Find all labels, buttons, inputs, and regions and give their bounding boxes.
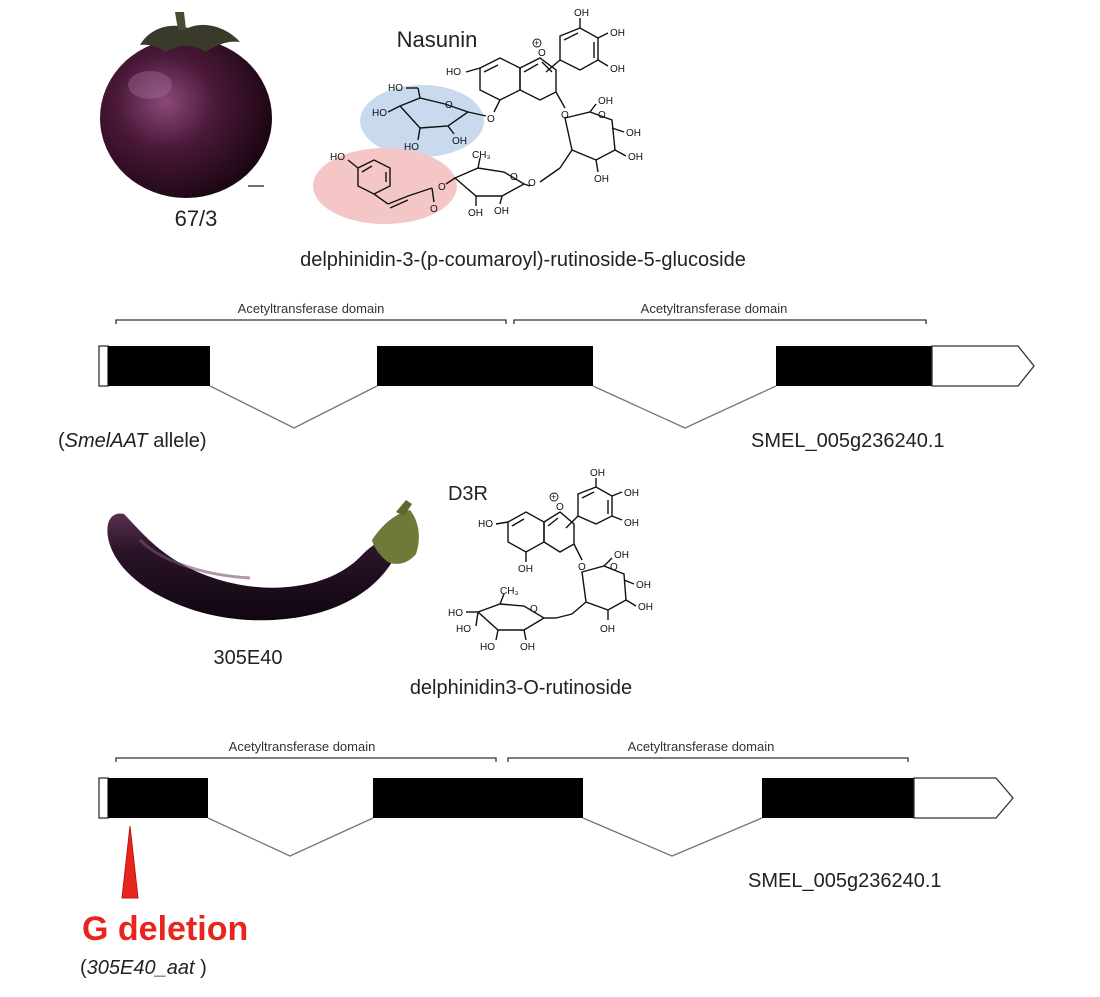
svg-text:HO: HO <box>446 67 461 78</box>
svg-text:OH: OH <box>636 580 651 591</box>
top-domain-bracket-2 <box>513 319 927 324</box>
svg-text:OH: OH <box>590 468 605 479</box>
svg-text:HO: HO <box>448 608 463 619</box>
svg-text:HO: HO <box>478 519 493 530</box>
long-eggplant-image <box>107 500 419 621</box>
svg-text:HO: HO <box>456 624 471 635</box>
deletion-marker-icon <box>121 825 139 899</box>
svg-text:OH: OH <box>452 136 467 147</box>
svg-text:+: + <box>534 38 539 48</box>
svg-text:HO: HO <box>388 83 403 94</box>
bottom-domain-bracket-1 <box>115 757 497 762</box>
svg-text:O: O <box>438 182 446 193</box>
svg-text:O: O <box>610 562 618 573</box>
svg-text:CH₃: CH₃ <box>500 586 519 597</box>
svg-text:OH: OH <box>520 642 535 653</box>
top-exon-1 <box>108 346 210 386</box>
d3r-name: D3R <box>448 483 488 505</box>
svg-text:OH: OH <box>628 152 643 163</box>
svg-text:OH: OH <box>624 518 639 529</box>
top-gene-model <box>98 345 1035 429</box>
top-domain-bracket-1 <box>115 319 507 324</box>
svg-text:O: O <box>530 604 538 615</box>
svg-text:OH: OH <box>594 174 609 185</box>
top-exon-2 <box>377 346 593 386</box>
svg-text:O: O <box>445 100 453 111</box>
svg-text:OH: OH <box>626 128 641 139</box>
top-exon-3 <box>776 346 932 386</box>
svg-text:O: O <box>561 110 569 121</box>
bottom-utr-5 <box>98 777 109 819</box>
bottom-domain-bracket-2 <box>507 757 909 762</box>
bottom-intron-1 <box>207 817 374 857</box>
svg-text:HO: HO <box>372 108 387 119</box>
svg-text:OH: OH <box>614 550 629 561</box>
top-utr-3 <box>931 345 1035 387</box>
svg-text:OH: OH <box>600 624 615 635</box>
svg-text:OH: OH <box>624 488 639 499</box>
bottom-domain-label-1: Acetyltransferase domain <box>229 739 376 754</box>
d3r-full-name: delphinidin3-O-rutinoside <box>410 677 632 699</box>
top-allele-label: (SmelAAT allele) <box>58 430 207 452</box>
svg-text:HO: HO <box>330 152 345 163</box>
svg-text:OH: OH <box>610 28 625 39</box>
glucoside-highlight <box>360 85 484 157</box>
top-intron-2 <box>592 385 777 429</box>
svg-text:OH: OH <box>638 602 653 613</box>
bottom-domain-label-2: Acetyltransferase domain <box>628 739 775 754</box>
svg-text:OH: OH <box>598 96 613 107</box>
top-domain-label-2: Acetyltransferase domain <box>641 301 788 316</box>
bottom-allele-label: (305E40_aat ) <box>80 957 207 979</box>
svg-text:O: O <box>430 204 438 215</box>
svg-text:OH: OH <box>518 564 533 575</box>
nasunin-full-name: delphinidin-3-(p-coumaroyl)-rutinoside-5… <box>300 249 746 271</box>
top-fruit-label: 67/3 <box>175 206 218 231</box>
nasunin-structure: OH OH OH O + HO O O HO HO HO OH O O <box>313 8 643 224</box>
svg-text:O: O <box>528 178 536 189</box>
svg-text:OH: OH <box>494 206 509 217</box>
bottom-exon-1 <box>108 778 208 818</box>
nasunin-name: Nasunin <box>397 27 478 52</box>
coumaroyl-highlight <box>313 148 457 224</box>
svg-text:OH: OH <box>610 64 625 75</box>
svg-text:HO: HO <box>404 142 419 153</box>
d3r-structure: OH OH OH O + HO OH O O OH OH OH OH <box>448 468 653 653</box>
svg-text:+: + <box>551 492 556 502</box>
bottom-fruit-label: 305E40 <box>214 647 283 669</box>
top-intron-1 <box>209 385 378 429</box>
svg-text:HO: HO <box>480 642 495 653</box>
svg-text:OH: OH <box>574 8 589 19</box>
top-gene-id: SMEL_005g236240.1 <box>751 430 945 452</box>
top-utr-5 <box>98 345 109 387</box>
bottom-utr-3 <box>913 777 1014 819</box>
g-deletion-label: G deletion <box>82 910 248 948</box>
bottom-gene-id: SMEL_005g236240.1 <box>748 870 942 892</box>
bottom-exon-3 <box>762 778 914 818</box>
svg-text:CH₃: CH₃ <box>472 150 491 161</box>
bottom-gene-model <box>98 777 1014 857</box>
top-domain-label-1: Acetyltransferase domain <box>238 301 385 316</box>
round-eggplant-image <box>100 12 272 198</box>
svg-text:O: O <box>598 110 606 121</box>
bottom-intron-2 <box>582 817 763 857</box>
svg-text:O: O <box>578 562 586 573</box>
svg-text:O: O <box>556 502 564 513</box>
bottom-exon-2 <box>373 778 583 818</box>
svg-text:O: O <box>487 114 495 125</box>
svg-text:OH: OH <box>468 208 483 219</box>
svg-text:O: O <box>538 48 546 59</box>
svg-text:O: O <box>510 172 518 183</box>
